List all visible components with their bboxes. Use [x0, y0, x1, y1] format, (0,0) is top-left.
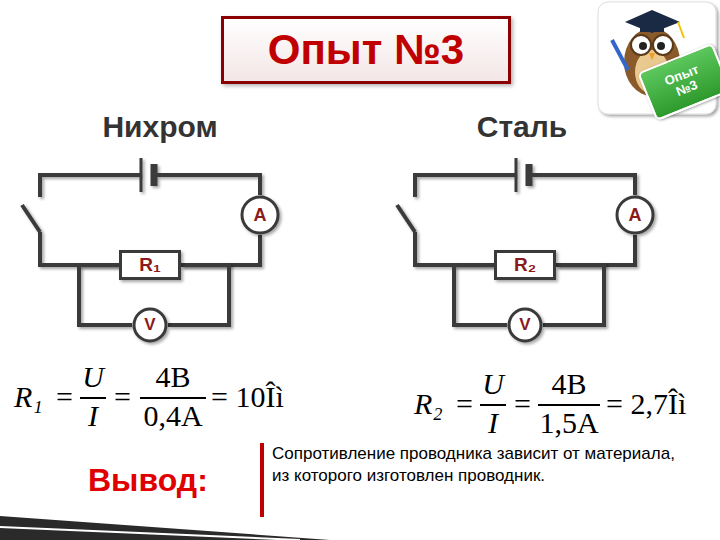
- formula-symbol: R₂: [414, 387, 443, 422]
- formula-sign: =: [56, 380, 73, 415]
- formula-sign: =: [514, 387, 531, 422]
- formula-symbol: I: [488, 406, 498, 441]
- formula-sign: =: [56, 380, 73, 415]
- formula-value: 4B: [551, 367, 586, 402]
- formula-value: 1,5A: [539, 406, 598, 441]
- switch-blade: [22, 205, 40, 232]
- formula-value: 0,4A: [143, 399, 202, 434]
- battery-plate: [526, 164, 533, 186]
- formula-sign: =: [456, 387, 473, 422]
- fraction-bar: [480, 404, 506, 406]
- conclusion-text: Сопротивление проводника зависит от мате…: [272, 443, 692, 487]
- formula-symbol: I: [88, 399, 98, 434]
- decor-stripe: [0, 527, 300, 540]
- fraction-bar: [80, 397, 106, 399]
- formula-symbol: R₁: [14, 380, 43, 415]
- wire: [529, 175, 635, 195]
- symbol-letter: R₁: [139, 254, 161, 276]
- formula-symbol: U: [82, 360, 104, 395]
- battery-plate: [515, 158, 518, 192]
- wire-connector: [181, 235, 260, 265]
- wire: [415, 175, 516, 197]
- circuit-heading: Нихром: [102, 110, 217, 145]
- formula-value: 4B: [551, 367, 586, 402]
- badge-text: Опыт №3: [656, 60, 713, 104]
- formula-value: 1,5A: [539, 406, 598, 441]
- ammeter-symbol: A: [615, 195, 655, 235]
- formula-sign: =: [514, 387, 531, 422]
- symbol-letter: R₂: [514, 254, 536, 276]
- circuit-heading: Сталь: [477, 110, 568, 145]
- voltmeter-symbol: V: [132, 307, 168, 343]
- symbol-letter: V: [519, 315, 530, 335]
- formula-result: = 2,7Îì: [606, 387, 686, 422]
- formula-sign: =: [114, 380, 131, 415]
- resistor-symbol: R₂: [494, 250, 556, 280]
- ammeter-symbol: A: [240, 195, 280, 235]
- formula-symbol: I: [88, 399, 98, 434]
- formula-sign: =: [114, 380, 131, 415]
- formula-result: = 10Îì: [211, 380, 284, 415]
- conclusion-text: Сопротивление проводника зависит от мате…: [272, 443, 692, 487]
- wire-connector: [556, 235, 635, 265]
- fraction-bar: [538, 404, 600, 406]
- symbol-letter: V: [144, 315, 155, 335]
- battery-plate: [140, 158, 143, 192]
- wire: [415, 232, 495, 265]
- decor-wedge: [0, 516, 330, 540]
- title-box: Опыт №3: [221, 16, 511, 84]
- resistor-symbol: R₁: [119, 250, 181, 280]
- switch-blade: [397, 205, 415, 232]
- conclusion-heading: Вывод:: [88, 462, 208, 499]
- formula-result: = 10Îì: [211, 380, 284, 415]
- wire: [40, 232, 120, 265]
- formula-sign: =: [456, 387, 473, 422]
- wire: [40, 175, 141, 197]
- slide-title: Опыт №3: [268, 26, 464, 74]
- battery-plate: [151, 164, 158, 186]
- formula-value: 4B: [155, 360, 190, 395]
- formula-symbol: R₁: [14, 380, 43, 415]
- symbol-letter: A: [629, 205, 642, 226]
- circuit-heading: Сталь: [477, 110, 568, 145]
- formula-symbol: R₂: [414, 387, 443, 422]
- formula-value: 4B: [155, 360, 190, 395]
- wires: [22, 158, 635, 265]
- fraction-bar: [140, 397, 206, 399]
- circuit-heading: Нихром: [102, 110, 217, 145]
- formula-result: = 2,7Îì: [606, 387, 686, 422]
- symbol-letter: A: [254, 205, 267, 226]
- formula-symbol: U: [482, 367, 504, 402]
- formula-symbol: I: [488, 406, 498, 441]
- formula-symbol: U: [82, 360, 104, 395]
- accent-bar: [260, 443, 264, 517]
- formula-value: 0,4A: [143, 399, 202, 434]
- conclusion-heading: Вывод:: [88, 462, 208, 499]
- formula-symbol: U: [482, 367, 504, 402]
- wire: [154, 175, 260, 195]
- voltmeter-symbol: V: [507, 307, 543, 343]
